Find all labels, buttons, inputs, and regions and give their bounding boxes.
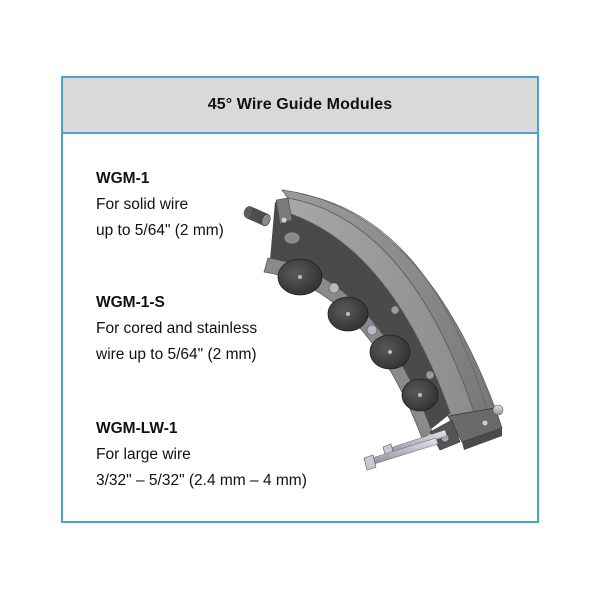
module-description-line: For large wire [96, 446, 191, 463]
roller-icon [277, 258, 439, 412]
bolt-icon [363, 429, 448, 471]
module-code: WGM-1 [96, 170, 150, 187]
module-wgm-lw-1: WGM-LW-1 For large wire 3/32" – 5/32" (2… [96, 416, 307, 494]
wire-guide-card: 45° Wire Guide Modules WGM-1 For solid w… [61, 76, 539, 523]
module-description-line: For cored and stainless [96, 320, 258, 337]
inlet-cylinder-icon [243, 206, 271, 227]
module-wgm-1-s: WGM-1-S For cored and stainless wire up … [96, 290, 257, 368]
module-description-line: wire up to 5/64" (2 mm) [96, 346, 257, 363]
module-code: WGM-1-S [96, 294, 165, 311]
module-description-line: For solid wire [96, 196, 189, 213]
card-header: 45° Wire Guide Modules [63, 78, 537, 134]
module-description-line: up to 5/64" (2 mm) [96, 222, 224, 239]
module-code: WGM-LW-1 [96, 420, 178, 437]
module-description-line: 3/32" – 5/32" (2.4 mm – 4 mm) [96, 472, 307, 489]
wire-guide-module-illustration [240, 180, 510, 475]
module-wgm-1: WGM-1 For solid wire up to 5/64" (2 mm) [96, 166, 224, 244]
card-title: 45° Wire Guide Modules [207, 96, 393, 113]
